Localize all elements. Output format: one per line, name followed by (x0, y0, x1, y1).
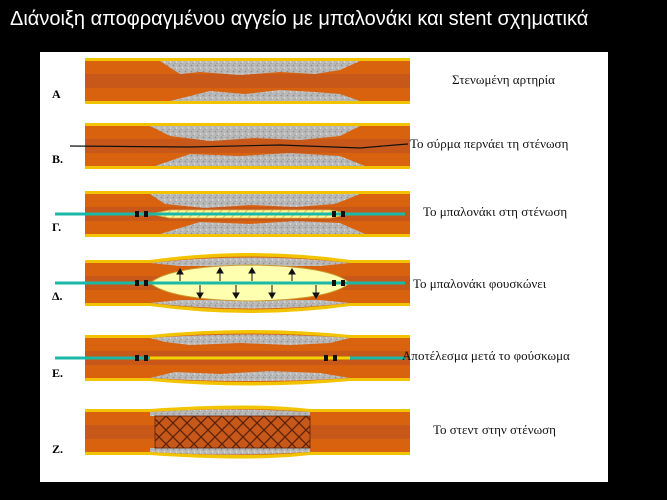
step-b-guide-wire (69, 143, 409, 149)
step-label-d: Δ. (52, 289, 63, 303)
step-d-plaque (150, 257, 350, 266)
step-c-plaque (150, 194, 360, 208)
step-caption-b: Το σύρμα περνάει τη στένωση (410, 136, 569, 151)
step-a-plaque (160, 61, 360, 75)
step-c-marker (144, 211, 148, 217)
step-z-artery (85, 405, 410, 459)
step-c-marker (341, 211, 345, 217)
angioplasty-figure: A B. Γ. Δ. E. Z. Στενωμένη αρτηρία Το σύ… (40, 52, 608, 482)
step-c-marker (135, 211, 139, 217)
step-a-plaque-lower (170, 90, 360, 101)
step-z-plaque (150, 409, 310, 416)
step-caption-z: Το στεντ στην στένωση (433, 422, 556, 437)
step-c-plaque-lower (160, 221, 365, 234)
step-caption-c: Το μπαλονάκι στη στένωση (423, 204, 568, 219)
step-e-plaque-lower (150, 371, 350, 381)
step-b-plaque-lower (155, 153, 365, 166)
step-b-plaque (150, 126, 360, 141)
step-label-z: Z. (52, 442, 64, 456)
step-d-plaque-lower (150, 300, 350, 309)
step-caption-d: Το μπαλονάκι φουσκώνει (413, 276, 547, 291)
step-b-artery (69, 123, 410, 169)
step-d-pressure-arrows (176, 267, 320, 299)
step-c-artery (55, 191, 410, 237)
step-z-plaque-lower (150, 448, 310, 455)
step-label-c: Γ. (52, 220, 62, 234)
step-z-stent (154, 415, 311, 449)
step-c-marker (332, 211, 336, 217)
step-label-a: A (52, 87, 61, 101)
step-d-artery (55, 253, 410, 313)
step-label-b: B. (52, 152, 64, 166)
step-caption-a: Στενωμένη αρτηρία (452, 72, 555, 87)
step-label-e: E. (52, 366, 64, 380)
step-e-artery (55, 330, 410, 386)
slide-title: Διάνοιξη αποφραγμένου αγγείο με μπαλονάκ… (10, 8, 589, 30)
step-e-plaque (150, 334, 350, 345)
step-caption-e: Αποτέλεσμα μετά το φούσκωμα (402, 348, 570, 363)
step-a-artery (85, 58, 410, 104)
angioplasty-diagram (55, 58, 410, 459)
